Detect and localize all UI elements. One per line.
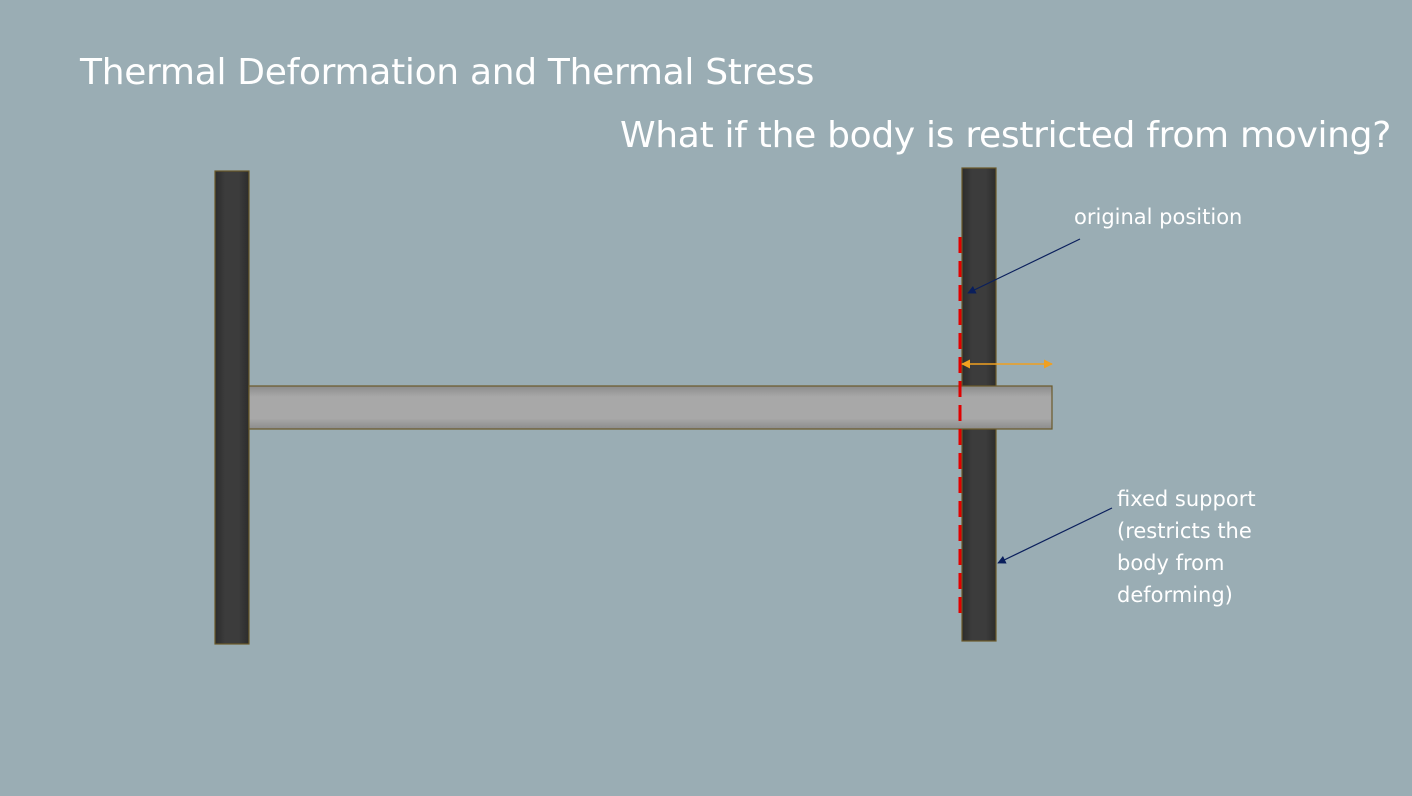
expanded-bar [248,385,1053,430]
original-position-label: original position [1074,205,1243,229]
slide-subtitle: What if the body is restricted from movi… [620,115,1392,156]
fixed-support-label: fixed support (restricts the body from d… [1117,487,1256,607]
slide-title: Thermal Deformation and Thermal Stress [80,52,815,93]
original-position-pointer-arrow [967,238,1081,294]
left-support-wall [214,170,250,645]
fixed-support-pointer-arrow [997,507,1113,564]
